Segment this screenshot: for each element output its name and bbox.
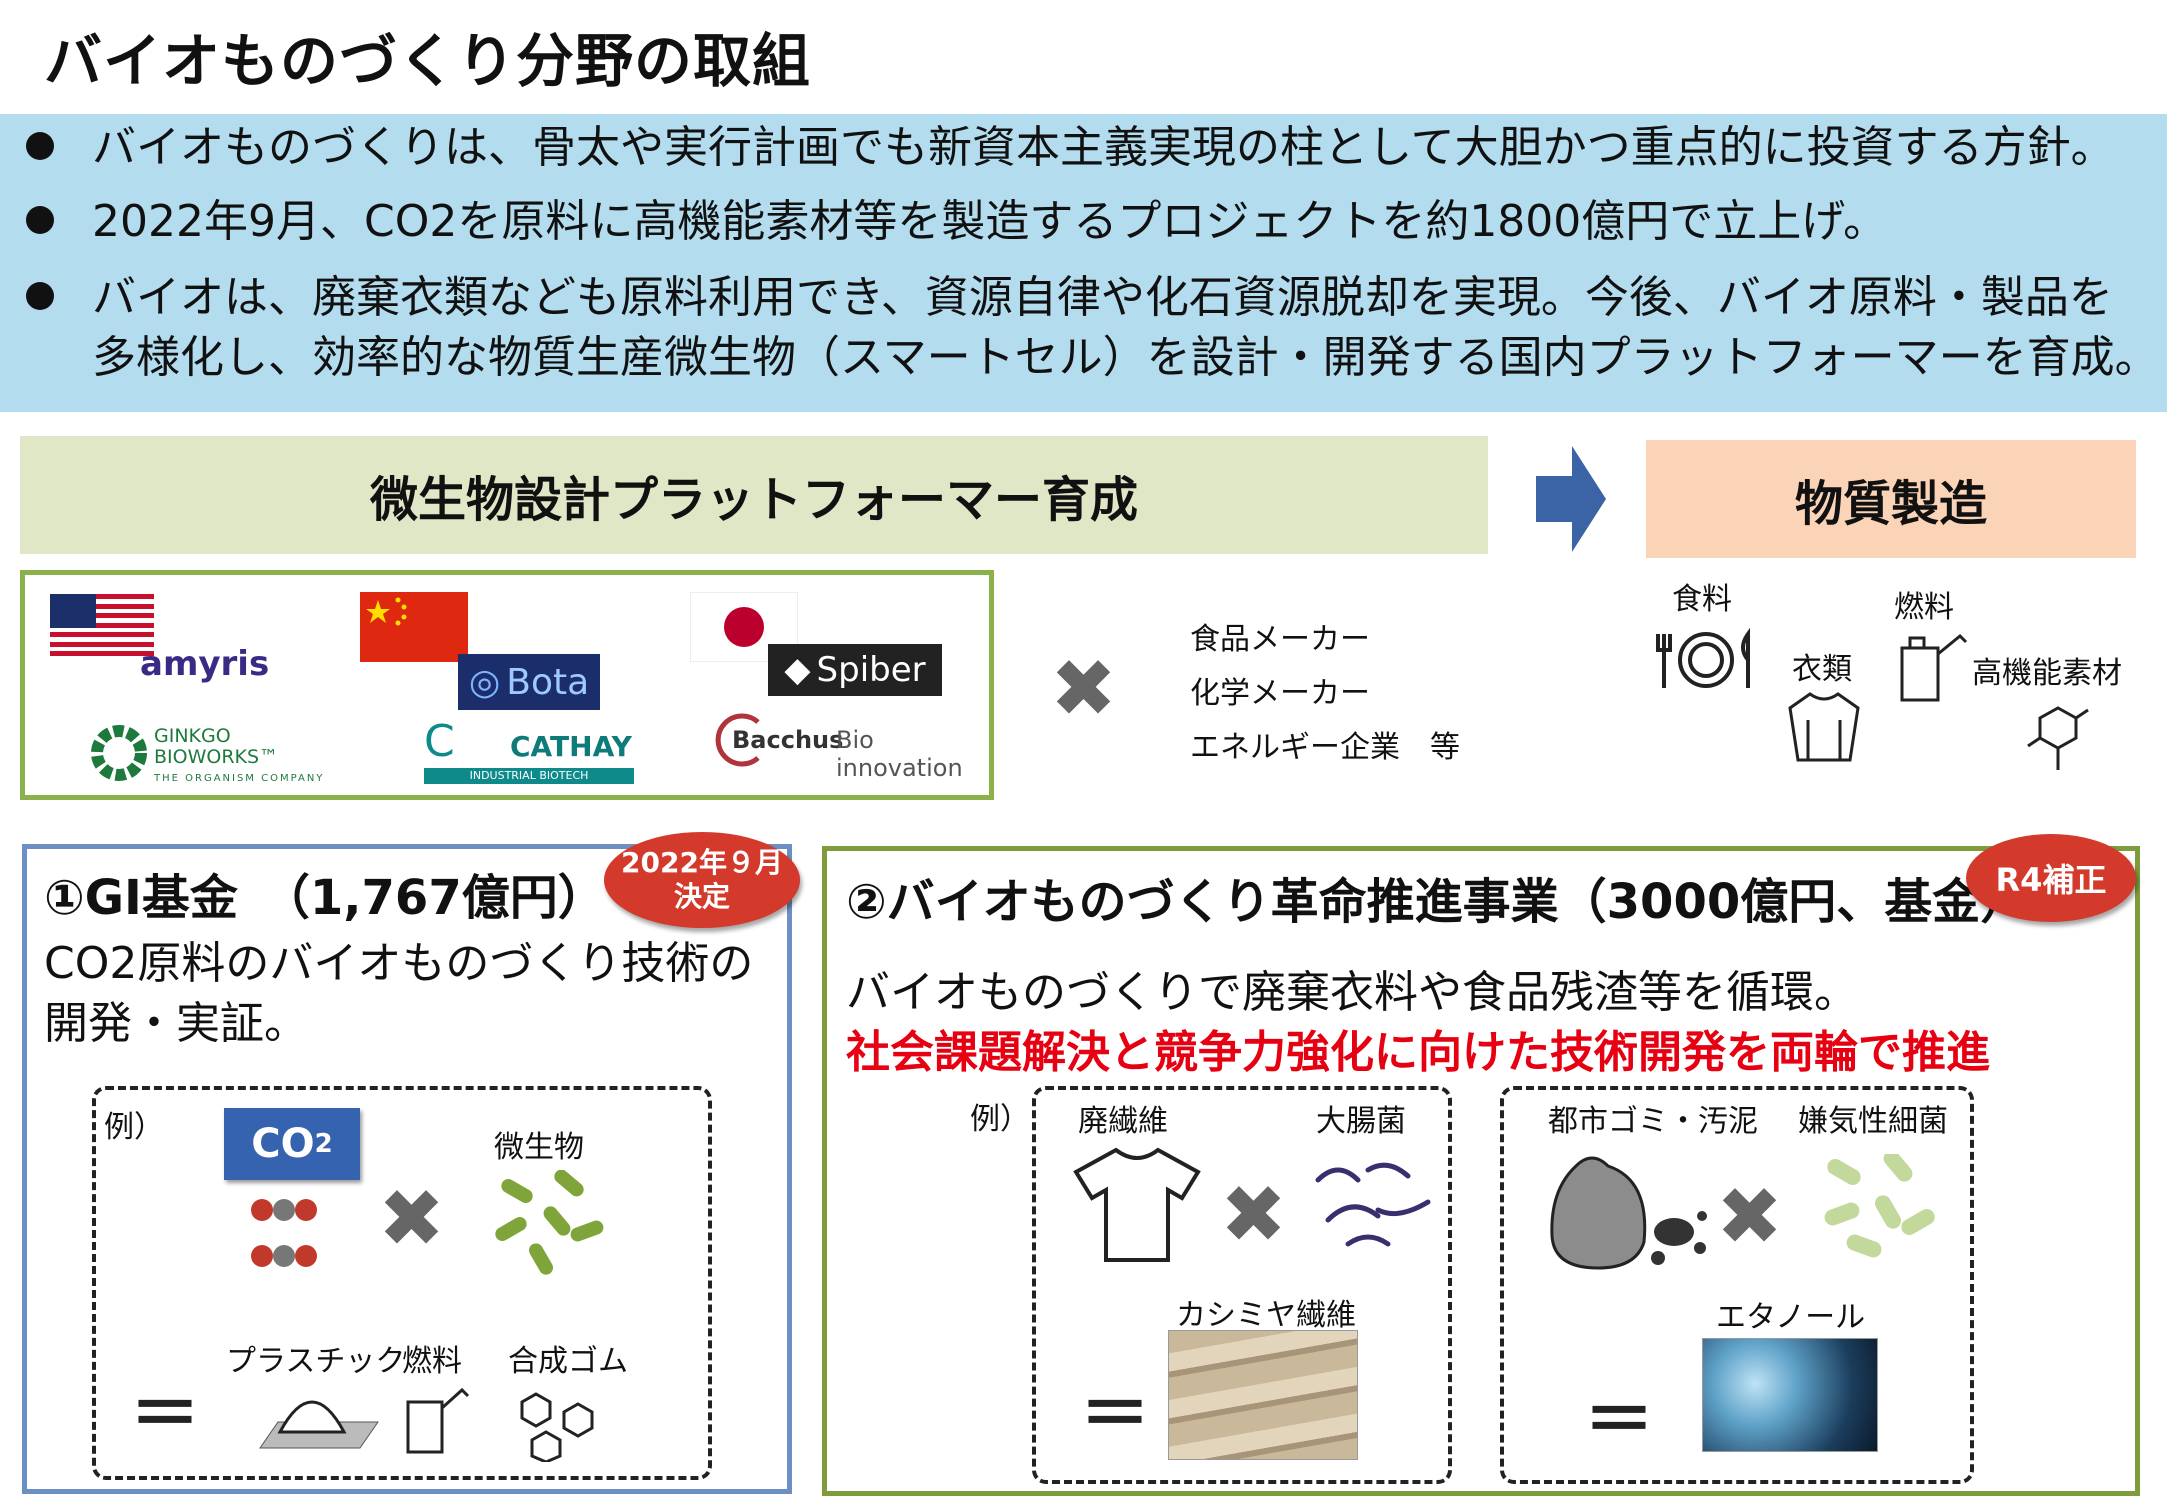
gi-example-label: 例）: [104, 1110, 164, 1145]
production-band: 物質製造: [1646, 440, 2136, 558]
platform-band: 微生物設計プラットフォーマー育成: [20, 436, 1488, 554]
plastic-pellets-icon: [259, 1400, 379, 1449]
microbe-icon: [495, 1170, 604, 1275]
bullet-1: バイオものづくりは、骨太や実行計画でも新資本主義実現の柱として大胆かつ重点的に投…: [26, 118, 2115, 178]
gi-fund-box: [22, 844, 792, 1494]
product-clothing-label: 衣類: [1792, 652, 1852, 687]
left-times-icon: ✖: [1220, 1168, 1288, 1261]
page-title: バイオものづくり分野の取組: [44, 27, 812, 95]
ethanol-label: エタノール: [1716, 1300, 1866, 1335]
gi-fuel-can-icon: [406, 1387, 470, 1454]
spiber-diamond-icon: ◆: [784, 650, 811, 690]
spiber-logo: ◆Spiber: [768, 644, 942, 696]
ginkgo-logo: GINKGO BIOWORKS™ THE ORGANISM COMPANY: [154, 725, 325, 785]
bio-rev-badge: R4補正: [1966, 834, 2136, 922]
gi-fund-badge: 2022年９月決定: [604, 832, 800, 928]
amyris-logo: amyris: [140, 644, 270, 684]
shirt-icon: [1788, 692, 1860, 762]
urban-waste-label: 都市ゴミ・汚泥: [1548, 1104, 1758, 1139]
product-fuel-label: 燃料: [1894, 590, 1954, 625]
molecule-icon: [2027, 706, 2089, 770]
garbage-bag-icon: [1550, 1156, 1707, 1270]
bullet-3-cont: 多様化し、効率的な物質生産微生物（スマートセル）を設計・開発する国内プラットフォ…: [92, 332, 2159, 383]
bio-rev-example-label: 例）: [970, 1102, 1030, 1137]
gi-output-fuel: 燃料: [402, 1344, 462, 1379]
gi-times-icon: ✖: [378, 1172, 446, 1265]
bullet-2: 2022年9月、CO2を原料に高機能素材等を製造するプロジェクトを約1800億円…: [26, 192, 1887, 252]
ginkgo-logo-icon: [91, 725, 147, 781]
right-equals-icon: ＝: [1584, 1379, 1654, 1461]
bio-rev-desc: バイオものづくりで廃棄衣料や食品残渣等を循環。: [846, 967, 1858, 1018]
times-icon: ✖: [1050, 642, 1118, 735]
ecoli-label: 大腸菌: [1316, 1104, 1406, 1139]
summary-bullets: バイオものづくりは、骨太や実行計画でも新資本主義実現の柱として大胆かつ重点的に投…: [0, 114, 2167, 412]
bio-rev-title: ②バイオものづくり革命推進事業（3000億円、基金）: [846, 874, 2029, 930]
right-arrow-icon: [1536, 446, 1606, 552]
co2-molecule-icon: [251, 1199, 317, 1267]
left-equals-icon: ＝: [1080, 1373, 1150, 1455]
gi-fund-desc: CO2原料のバイオものづくり技術の 開発・実証。: [44, 938, 754, 1049]
bullet-dot-icon: [26, 206, 54, 234]
gi-output-plastic: プラスチック: [226, 1344, 406, 1379]
product-materials-label: 高機能素材: [1972, 656, 2122, 691]
partner-energy: エネルギー企業 等: [1190, 730, 1460, 765]
bacchus-logo: Bacchus Bio innovation: [712, 712, 972, 782]
cashmere-label: カシミヤ繊維: [1176, 1298, 1356, 1333]
gi-equals-icon: ＝: [130, 1373, 200, 1455]
bota-swirl-icon: ◎: [468, 661, 501, 703]
waste-fiber-label: 廃繊維: [1078, 1104, 1168, 1139]
bio-rev-highlight: 社会課題解決と競争力強化に向けた技術開発を両輪で推進: [846, 1027, 1990, 1078]
bio-rev-right-example: [1500, 1086, 1974, 1484]
partner-food: 食品メーカー: [1190, 622, 1370, 657]
partner-chemical: 化学メーカー: [1190, 676, 1370, 711]
right-times-icon: ✖: [1716, 1170, 1784, 1263]
bio-revolution-box: [822, 846, 2140, 1496]
bacchus-ring-icon: [715, 713, 760, 767]
cashmere-fiber-image: [1168, 1330, 1358, 1460]
cathay-c-icon: C: [424, 716, 455, 767]
gi-example-box: [92, 1086, 712, 1480]
gi-fund-title: ①GI基金 （1,767億円）: [44, 870, 606, 926]
gi-microbe-label: 微生物: [494, 1130, 584, 1165]
product-food-label: 食料: [1672, 582, 1732, 617]
plate-cutlery-icon: [1656, 628, 1750, 688]
fuel-can-icon: [1900, 633, 1968, 702]
ethanol-molecule-image: [1702, 1338, 1878, 1452]
anaerobic-label: 嫌気性細菌: [1798, 1104, 1948, 1139]
japan-flag-icon: [690, 592, 798, 662]
rubber-molecule-icon: [520, 1392, 594, 1462]
bullet-dot-icon: [26, 282, 54, 310]
tshirt-icon: [1073, 1147, 1201, 1262]
anaerobic-bacteria-icon: [1824, 1154, 1935, 1258]
ecoli-icon: [1315, 1162, 1431, 1247]
bullet-3: バイオは、廃棄衣類なども原料利用でき、資源自律や化石資源脱却を実現。今後、バイオ…: [26, 268, 2113, 328]
bio-rev-left-example: [1032, 1086, 1452, 1484]
china-flag-icon: [360, 592, 468, 662]
bota-logo: ◎Bota: [458, 654, 600, 710]
gi-output-rubber: 合成ゴム: [508, 1344, 628, 1379]
bullet-dot-icon: [26, 132, 54, 160]
company-logos-box: [20, 570, 994, 800]
usa-flag-icon: [50, 594, 154, 656]
cathay-logo: C CATHAY INDUSTRIAL BIOTECH: [424, 716, 634, 784]
